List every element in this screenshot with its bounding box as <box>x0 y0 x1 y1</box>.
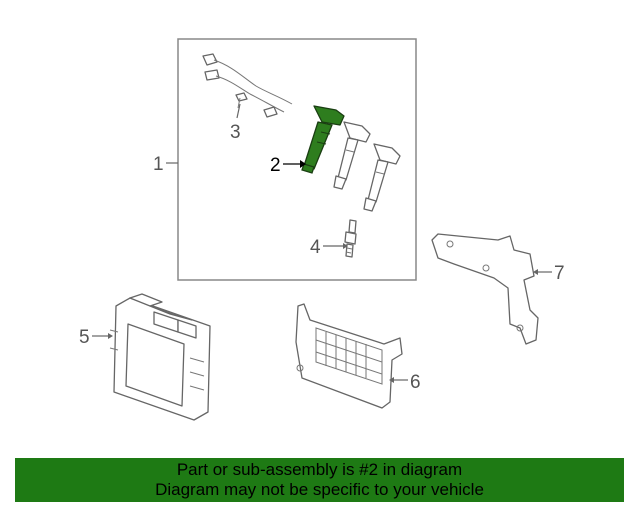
assembly-1-frame <box>177 38 417 281</box>
notice-line-disclaimer: Diagram may not be specific to your vehi… <box>155 480 484 499</box>
part-2-ignition-coil[interactable] <box>301 105 345 174</box>
part-4-spark-plug[interactable] <box>344 219 357 258</box>
callout-7[interactable]: 7 <box>554 263 565 284</box>
callout-2[interactable]: 2 <box>270 155 281 176</box>
callout-1[interactable]: 1 <box>153 154 164 175</box>
part-7-bracket[interactable] <box>431 233 539 345</box>
callout-4[interactable]: 4 <box>310 237 321 258</box>
notice-line-part: Part or sub-assembly is #2 in diagram <box>176 460 463 479</box>
callout-3[interactable]: 3 <box>230 122 241 143</box>
callout-3-leader <box>236 103 241 119</box>
part-3-wiring-harness[interactable] <box>202 53 293 118</box>
part-6-module-bracket[interactable] <box>295 303 403 409</box>
parts-diagram: 1 3 2 4 <box>79 38 565 421</box>
callout-5[interactable]: 5 <box>79 327 90 348</box>
part-1-coil-a <box>333 121 371 190</box>
diagram-notice-banner: Part or sub-assembly is #2 in diagram Di… <box>15 458 624 502</box>
part-5-control-module[interactable] <box>109 293 211 421</box>
part-1-coil-b <box>363 143 401 212</box>
callout-6[interactable]: 6 <box>410 372 421 393</box>
